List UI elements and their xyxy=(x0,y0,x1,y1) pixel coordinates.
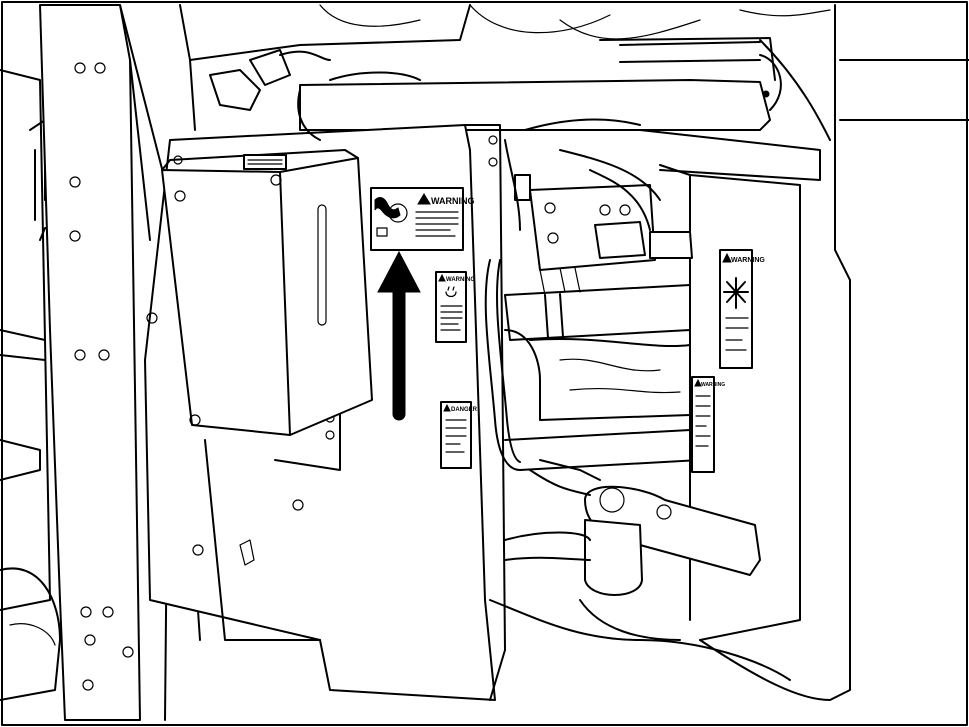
reservoir-warning-decal: WARNING xyxy=(370,187,475,251)
upright-bolts xyxy=(69,62,134,691)
hose-fittings xyxy=(209,49,421,141)
pivot-linkage xyxy=(489,429,791,681)
vertical-hose xyxy=(484,259,521,471)
frame-warning-decal: WARNING xyxy=(435,271,475,343)
hydraulic-reservoir xyxy=(161,149,373,436)
danger-decal: DANGER xyxy=(440,401,478,469)
frame-warning-text: WARNING xyxy=(446,277,475,283)
warning-triangle-icon xyxy=(417,193,431,205)
hydraulic-manifold xyxy=(504,118,693,271)
reservoir-warning-text: WARNING xyxy=(431,196,475,206)
callout-arrow-icon xyxy=(377,250,421,421)
rail-warning-decal: WARNING xyxy=(691,376,725,473)
upright-warning-text: WARNING xyxy=(731,257,765,264)
right-chassis xyxy=(639,4,969,701)
hydraulic-cylinder xyxy=(504,267,691,421)
overhead-structure xyxy=(179,4,831,131)
warning-triangle-icon xyxy=(438,273,446,282)
warning-triangle-icon xyxy=(694,378,702,387)
danger-text: DANGER xyxy=(451,407,478,413)
warning-triangle-icon xyxy=(443,403,451,412)
warning-triangle-icon xyxy=(722,252,732,263)
upright-warning-decal: WARNING xyxy=(719,249,765,369)
rail-warning-text: WARNING xyxy=(701,382,725,388)
crush-hazard-icon xyxy=(723,277,749,309)
